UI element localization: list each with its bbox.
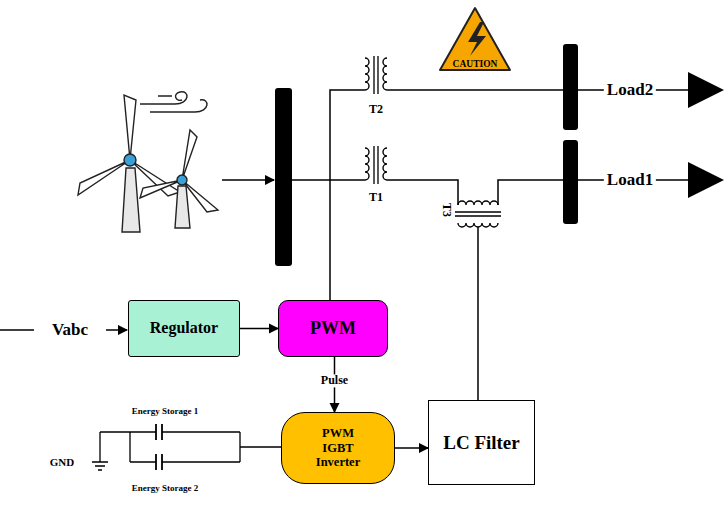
coil-winding bbox=[365, 58, 369, 90]
storage-name: Energy Storage 1 bbox=[132, 407, 199, 417]
load1-bus bbox=[563, 140, 578, 224]
wire bbox=[387, 180, 458, 205]
transformer-name: T2 bbox=[369, 103, 383, 116]
turbine-blade bbox=[182, 180, 218, 212]
turbine-hub bbox=[177, 175, 187, 185]
transformer-coils bbox=[365, 58, 498, 227]
wires bbox=[0, 90, 688, 400]
storage-wire bbox=[100, 432, 281, 462]
capacitor-symbol bbox=[156, 454, 162, 470]
load-arrow bbox=[688, 162, 724, 198]
signal-arrow bbox=[106, 329, 127, 331]
inverter-box: PWM IGBT Inverter bbox=[281, 412, 395, 484]
load2-bus bbox=[563, 44, 578, 130]
lightning-bolt bbox=[468, 22, 486, 56]
turbine-hub bbox=[124, 154, 136, 166]
ground-name: GND bbox=[50, 456, 74, 468]
wire bbox=[330, 90, 365, 300]
capacitor-symbol bbox=[156, 424, 162, 440]
caution-text: CAUTION bbox=[453, 59, 498, 69]
load-name: Load2 bbox=[604, 81, 656, 100]
storage-name: Energy Storage 2 bbox=[132, 484, 199, 494]
load-arrow bbox=[688, 72, 724, 108]
ground-symbol bbox=[92, 462, 108, 470]
wind-turbines bbox=[78, 92, 218, 232]
caution-sign bbox=[440, 8, 510, 70]
signal-name: Vabc bbox=[52, 321, 88, 340]
energy-storage bbox=[92, 424, 281, 470]
turbine-blade bbox=[182, 130, 197, 180]
connector bbox=[240, 328, 278, 330]
turbine-blade bbox=[78, 160, 130, 195]
coil-winding bbox=[365, 148, 369, 180]
filter-box: LC Filter bbox=[428, 400, 535, 485]
wind-swirl bbox=[175, 92, 187, 104]
node-label: LC Filter bbox=[443, 432, 520, 454]
wire bbox=[0, 329, 34, 331]
turbine-blade bbox=[124, 95, 136, 160]
wind-swirl bbox=[195, 100, 207, 112]
wire bbox=[292, 179, 365, 181]
core bbox=[374, 56, 378, 94]
signal-label: Pulse bbox=[319, 374, 350, 387]
core bbox=[374, 146, 378, 184]
coil-winding bbox=[458, 223, 498, 227]
node-label: PWM IGBT Inverter bbox=[308, 426, 368, 469]
transformer-name: T1 bbox=[369, 191, 383, 204]
core bbox=[455, 212, 501, 216]
pwm-box: PWM bbox=[278, 300, 388, 357]
connector bbox=[395, 447, 428, 449]
power-arrow bbox=[222, 179, 274, 181]
node-label: PWM bbox=[310, 318, 356, 339]
coil-winding bbox=[383, 148, 387, 180]
transformer-cores bbox=[374, 56, 501, 216]
wire bbox=[387, 89, 563, 91]
wire bbox=[477, 227, 479, 400]
turbine-tower bbox=[175, 186, 190, 228]
transformer-name: T3 bbox=[439, 203, 452, 217]
node-label: Regulator bbox=[150, 319, 218, 337]
turbine-blade bbox=[140, 180, 182, 198]
coil-winding bbox=[458, 201, 498, 205]
turbine-tower bbox=[122, 168, 140, 232]
wire bbox=[498, 180, 563, 205]
load-name: Load1 bbox=[604, 171, 656, 190]
regulator-box: Regulator bbox=[128, 300, 240, 357]
main-bus bbox=[275, 88, 292, 266]
coil-winding bbox=[383, 58, 387, 90]
